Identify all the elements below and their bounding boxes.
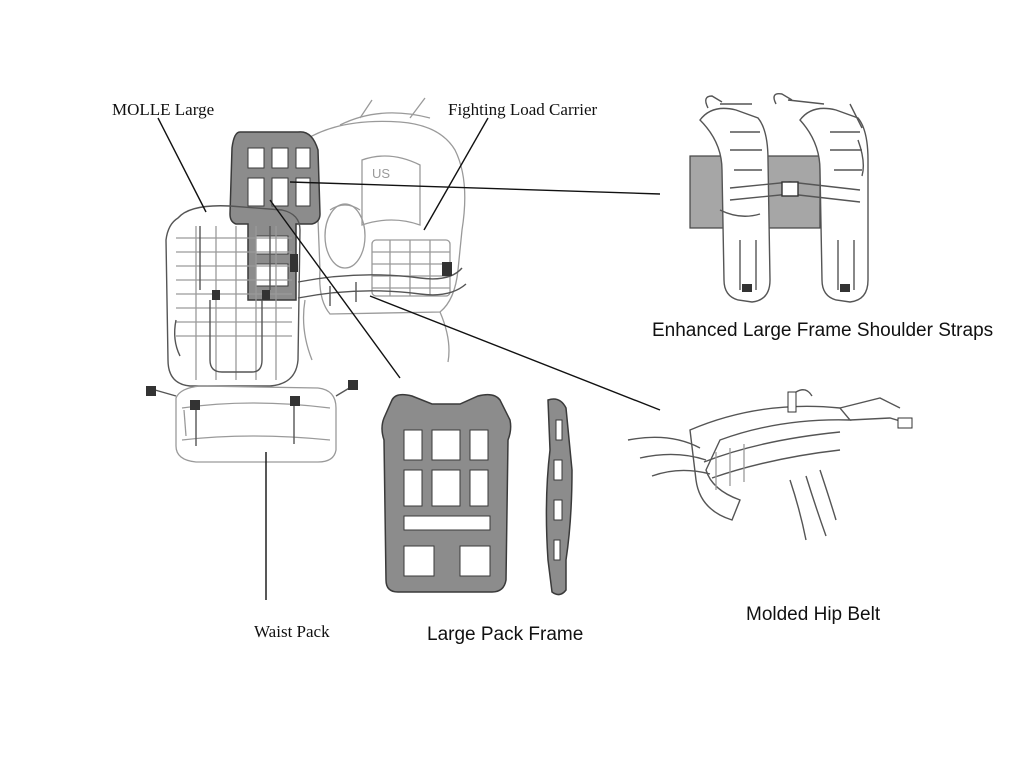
large-pack-frame-illustration (381, 393, 573, 596)
label-waist-pack: Waist Pack (254, 622, 330, 641)
label-enhanced-shoulder-straps: Enhanced Large Frame Shoulder Straps (652, 320, 994, 341)
svg-text:US: US (372, 166, 390, 181)
back-frame (229, 131, 321, 301)
assembled-pack-illustration: US (165, 97, 467, 387)
label-molle-large: MOLLE Large (112, 100, 215, 119)
shoulder-straps-illustration (689, 93, 869, 303)
label-large-pack-frame: Large Pack Frame (427, 624, 584, 645)
molded-hip-belt-illustration (627, 389, 913, 541)
molle-large-pack (165, 205, 301, 387)
leader-lines (157, 117, 661, 600)
label-fighting-load-carrier: Fighting Load Carrier (448, 100, 598, 119)
waist-pack-illustration (146, 380, 358, 463)
label-molded-hip-belt: Molded Hip Belt (746, 604, 881, 625)
